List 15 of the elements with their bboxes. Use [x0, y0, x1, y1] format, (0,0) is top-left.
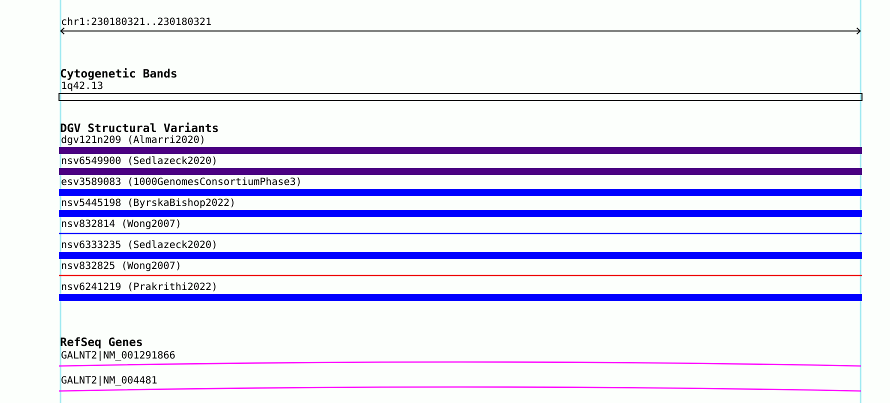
variant-label: nsv832825 (Wong2007) [62, 261, 180, 272]
band-label: 1q42.13 [62, 82, 102, 92]
location-label: chr1:230180321..230180321 [62, 17, 211, 26]
track-heading: RefSeq Genes [60, 337, 142, 348]
gene-label: GALNT2|NM_001291866 [62, 350, 175, 361]
variant-label: dgv121n209 (Almarri2020) [62, 135, 204, 146]
track-heading: Cytogenetic Bands [60, 68, 176, 80]
variant-label: esv3589083 (1000GenomesConsortiumPhase3) [62, 177, 300, 186]
gene-label: GALNT2|NM_004481 [62, 376, 157, 386]
variant-label: nsv6333235 (Sedlazeck2020) [62, 240, 216, 250]
variant-label: nsv832814 (Wong2007) [62, 219, 180, 230]
variant-label: nsv5445198 (ByrskaBishop2022) [62, 198, 234, 208]
track-heading: DGV Structural Variants [60, 122, 218, 132]
variant-label: nsv6241219 (Prakrithi2022) [62, 282, 216, 292]
variant-label: nsv6549900 (Sedlazeck2020) [62, 156, 216, 166]
